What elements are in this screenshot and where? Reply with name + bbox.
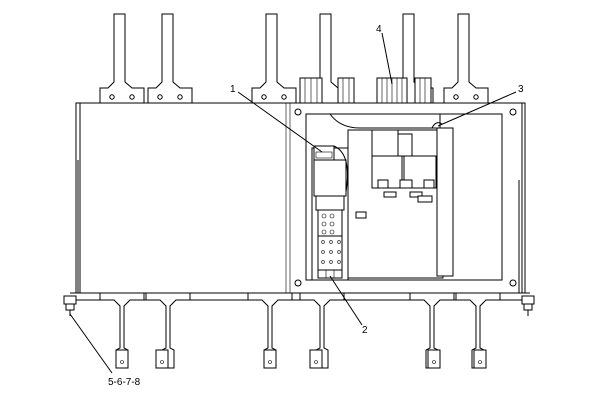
leader-lines xyxy=(69,32,517,374)
callout-2: 2 xyxy=(362,325,368,336)
bottom-busbars xyxy=(99,292,501,369)
breaker-panel xyxy=(305,113,503,281)
top-busbars xyxy=(99,13,489,104)
callout-5-6-7-8: 5-6-7-8 xyxy=(108,377,141,388)
callout-1: 1 xyxy=(230,84,236,95)
callout-4: 4 xyxy=(376,24,382,35)
callout-3: 3 xyxy=(518,84,524,95)
terminal-blocks xyxy=(299,77,432,105)
